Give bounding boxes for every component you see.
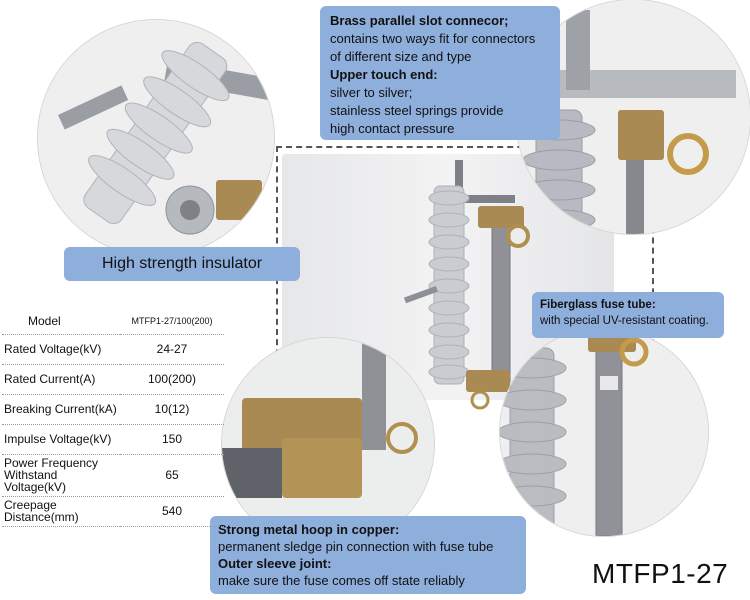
spec-table: Model MTFP1-27/100(200) Rated Voltage(kV… bbox=[2, 308, 224, 527]
brass-connector-callout: Brass parallel slot connecor; contains t… bbox=[320, 6, 560, 140]
metal-hoop-detail-photo bbox=[222, 338, 434, 550]
spec-row: Impulse Voltage(kV) 150 bbox=[2, 424, 224, 455]
spec-row: Rated Voltage(kV) 24-27 bbox=[2, 334, 224, 365]
spec-label: Impulse Voltage(kV) bbox=[2, 424, 120, 455]
model-name: MTFP1-27 bbox=[592, 558, 729, 589]
fiberglass-tube-detail-photo bbox=[500, 328, 708, 536]
hoop-callout-subtitle: Outer sleeve joint: bbox=[218, 556, 332, 571]
insulator-callout: High strength insulator bbox=[64, 247, 300, 281]
spec-value: 150 bbox=[120, 424, 224, 455]
brass-callout-line3: silver to silver; bbox=[330, 85, 413, 100]
spec-label: Rated Current(A) bbox=[2, 364, 120, 395]
brass-callout-subtitle: Upper touch end: bbox=[330, 67, 438, 82]
spec-row: Power Frequency Withstand Voltage(kV) 65 bbox=[2, 454, 224, 497]
spec-header-label: Model bbox=[2, 308, 120, 335]
fiberglass-callout-title: Fiberglass fuse tube: bbox=[540, 299, 656, 311]
spec-header-row: Model MTFP1-27/100(200) bbox=[2, 308, 224, 335]
spec-value: 10(12) bbox=[120, 394, 224, 425]
spec-row: Breaking Current(kA) 10(12) bbox=[2, 394, 224, 425]
spec-label-line2: Withstand Voltage(kV) bbox=[4, 468, 67, 494]
spec-label-line1: Power Frequency bbox=[4, 456, 99, 470]
spec-label: Rated Voltage(kV) bbox=[2, 334, 120, 365]
brass-callout-title: Brass parallel slot connecor; bbox=[330, 13, 509, 28]
spec-label: Breaking Current(kA) bbox=[2, 394, 120, 425]
spec-value: 100(200) bbox=[120, 364, 224, 395]
fiberglass-callout-line1: with special UV-resistant coating. bbox=[540, 315, 709, 327]
spec-row: Rated Current(A) 100(200) bbox=[2, 364, 224, 395]
spec-value: 540 bbox=[120, 496, 224, 527]
insulator-callout-text: High strength insulator bbox=[101, 255, 263, 272]
insulator-detail-photo bbox=[38, 20, 274, 256]
spec-row: Creepage Distance(mm) 540 bbox=[2, 496, 224, 527]
spec-label: Power Frequency Withstand Voltage(kV) bbox=[2, 454, 120, 497]
spec-label: Creepage Distance(mm) bbox=[2, 496, 120, 527]
fiberglass-callout: Fiberglass fuse tube: with special UV-re… bbox=[532, 292, 724, 338]
spec-value: 65 bbox=[120, 454, 224, 497]
brass-callout-line2: of different size and type bbox=[330, 49, 472, 64]
hoop-callout-line2: make sure the fuse comes off state relia… bbox=[218, 573, 465, 588]
metal-hoop-callout: Strong metal hoop in copper: permanent s… bbox=[210, 516, 526, 594]
brass-callout-line1: contains two ways fit for connectors bbox=[330, 31, 536, 46]
center-insulator bbox=[428, 185, 470, 385]
hoop-callout-title: Strong metal hoop in copper: bbox=[218, 522, 400, 537]
spec-value: 24-27 bbox=[120, 334, 224, 365]
spec-header-value: MTFP1-27/100(200) bbox=[120, 308, 224, 335]
brass-callout-line5: high contact pressure bbox=[330, 121, 455, 136]
hoop-callout-line1: permanent sledge pin connection with fus… bbox=[218, 539, 494, 554]
brass-callout-line4: stainless steel springs provide bbox=[330, 103, 504, 118]
